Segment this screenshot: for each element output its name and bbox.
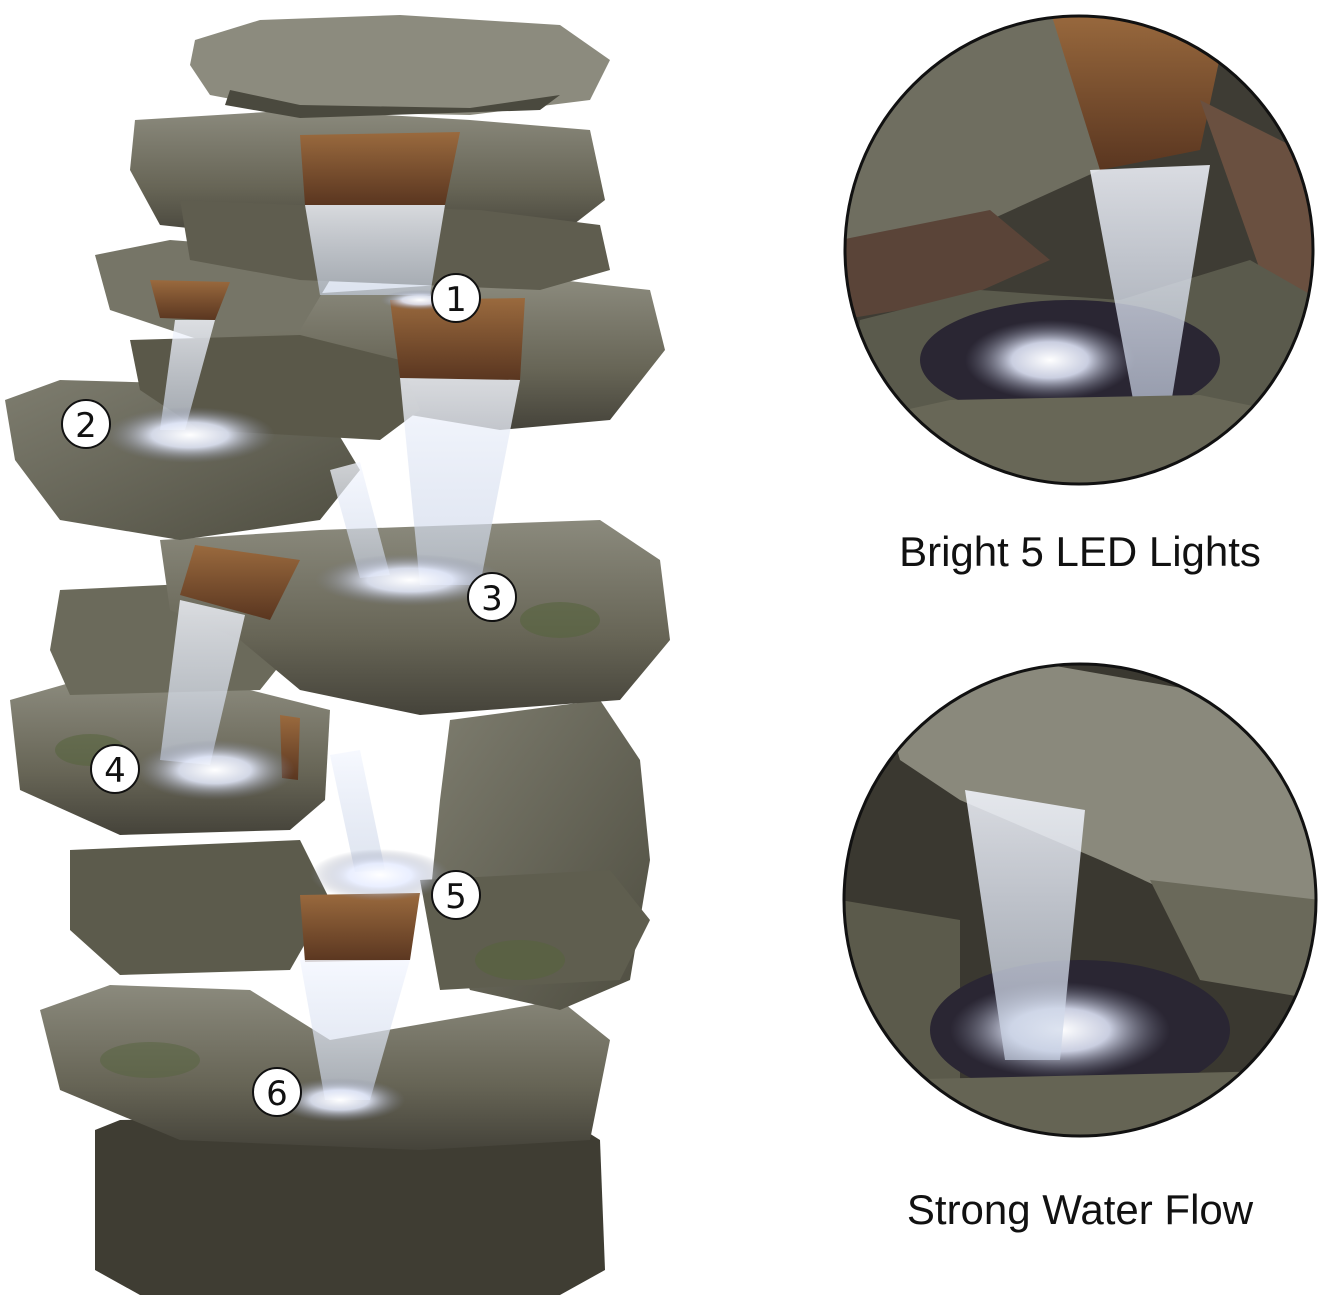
marker-5: 5 [431,870,481,920]
fountain-illustration [5,15,670,1295]
svg-text:6: 6 [266,1074,288,1114]
marker-4: 4 [90,744,140,794]
svg-text:4: 4 [104,751,126,791]
svg-text:1: 1 [445,280,467,320]
caption-water-flow: Strong Water Flow [906,1186,1254,1233]
svg-text:3: 3 [481,579,503,619]
caption-led-lights: Bright 5 LED Lights [899,528,1261,575]
detail-led-lights [843,14,1315,486]
svg-text:5: 5 [445,877,467,917]
marker-3: 3 [467,572,517,622]
svg-text:2: 2 [75,406,97,446]
marker-6: 6 [252,1067,302,1117]
detail-water-flow [842,662,1318,1138]
marker-1: 1 [431,273,481,323]
marker-2: 2 [61,399,111,449]
